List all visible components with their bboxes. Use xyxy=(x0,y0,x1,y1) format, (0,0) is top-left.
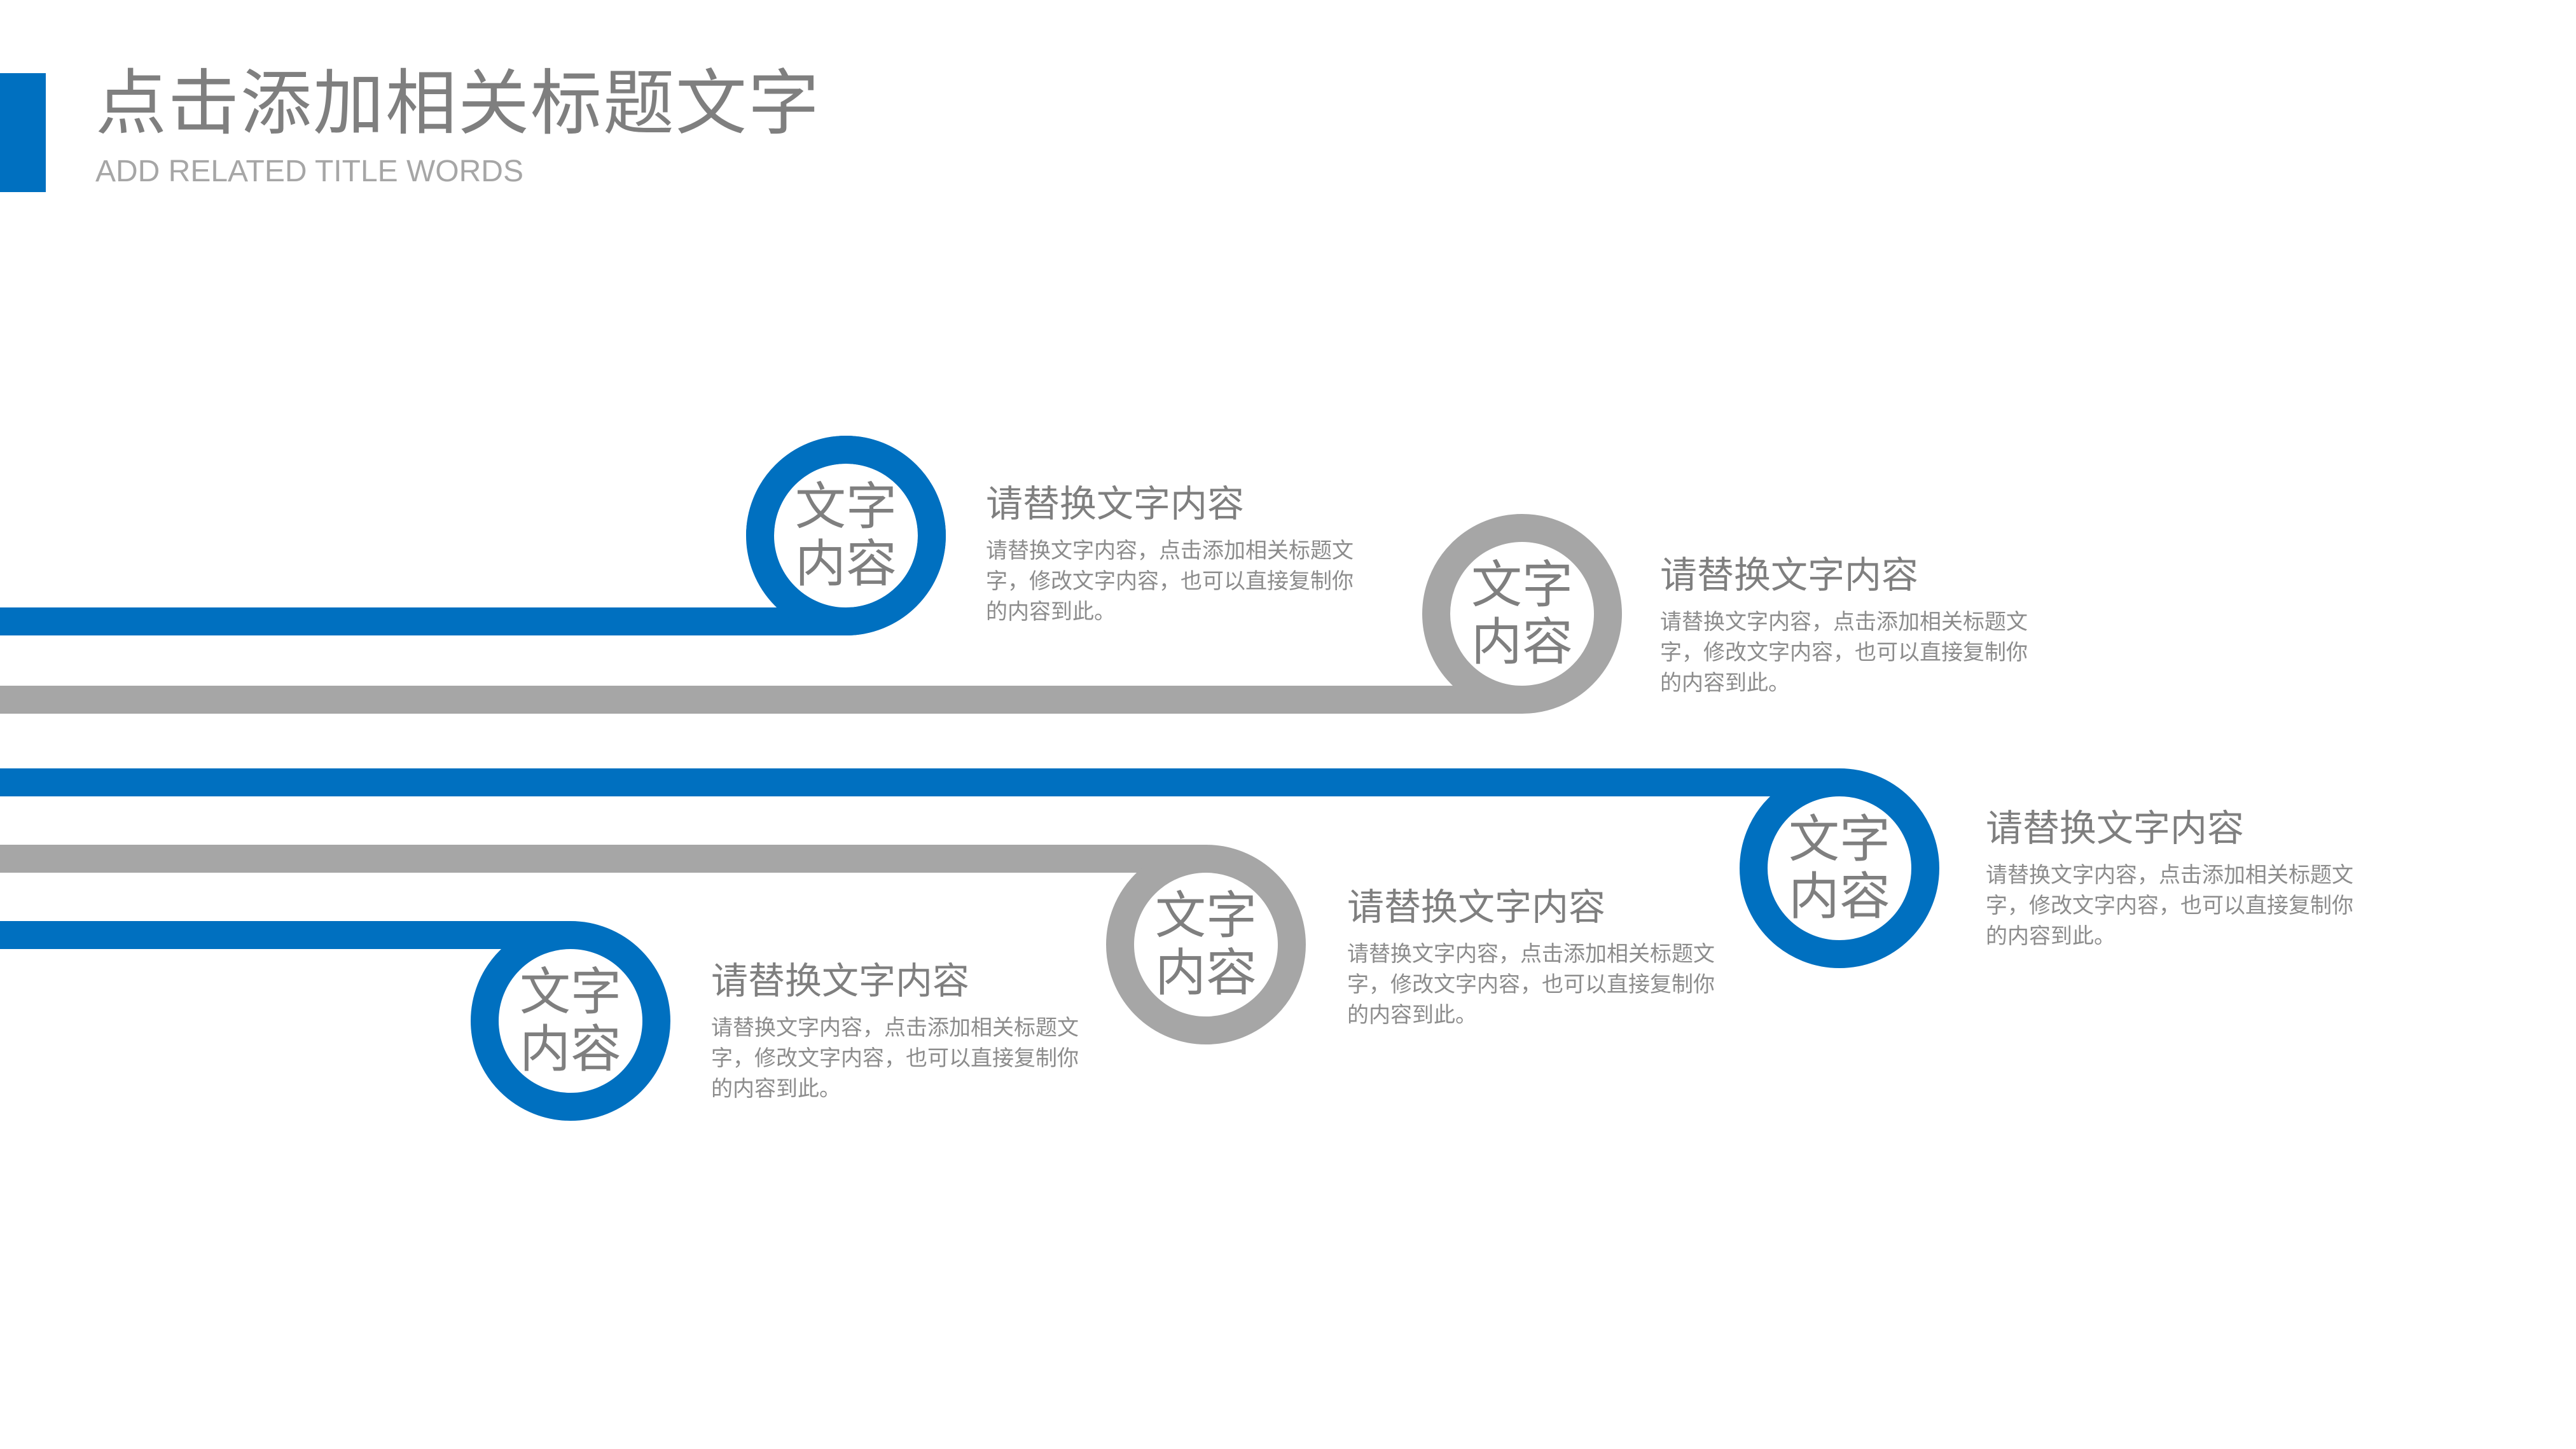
timeline-node-ring-4 xyxy=(1106,845,1306,1044)
node-3-text-block: 请替换文字内容 请替换文字内容，点击添加相关标题文字，修改文字内容，也可以直接复… xyxy=(1986,807,2361,952)
node-2-circle-label: 文字 内容 xyxy=(1449,557,1595,670)
timeline-node-ring-2 xyxy=(1422,514,1622,714)
node-4-body: 请替换文字内容，点击添加相关标题文字，修改文字内容，也可以直接复制你的内容到此。 xyxy=(1347,941,1715,1029)
node-3-circle-line1: 文字 xyxy=(1789,810,1890,869)
node-2-circle-line2: 内容 xyxy=(1471,612,1573,672)
node-1-heading: 请替换文字内容 xyxy=(986,482,1245,525)
timeline-node-ring-5 xyxy=(471,921,670,1121)
node-1-circle-line2: 内容 xyxy=(795,534,897,593)
node-4-heading: 请替换文字内容 xyxy=(1347,885,1606,929)
timeline-node-ring-1 xyxy=(746,436,946,635)
node-5-circle-line2: 内容 xyxy=(520,1019,621,1079)
node-2-circle-line1: 文字 xyxy=(1471,555,1573,614)
node-2-text-block: 请替换文字内容 请替换文字内容，点击添加相关标题文字，修改文字内容，也可以直接复… xyxy=(1660,553,2035,698)
node-3-circle-label: 文字 内容 xyxy=(1766,811,1913,925)
node-4-circle-label: 文字 内容 xyxy=(1133,887,1279,1001)
node-4-circle-line1: 文字 xyxy=(1155,886,1257,945)
page-subtitle: ADD RELATED TITLE WORDS xyxy=(95,155,523,188)
node-4-text-block: 请替换文字内容 请替换文字内容，点击添加相关标题文字，修改文字内容，也可以直接复… xyxy=(1347,885,1722,1030)
node-3-heading: 请替换文字内容 xyxy=(1986,807,2245,850)
title-accent-bar xyxy=(0,73,46,192)
node-2-body: 请替换文字内容，点击添加相关标题文字，修改文字内容，也可以直接复制你的内容到此。 xyxy=(1660,609,2028,697)
timeline-node-ring-3 xyxy=(1740,768,1939,968)
node-2-heading: 请替换文字内容 xyxy=(1660,553,1919,597)
node-5-circle-line1: 文字 xyxy=(520,962,621,1022)
node-5-text-block: 请替换文字内容 请替换文字内容，点击添加相关标题文字，修改文字内容，也可以直接复… xyxy=(711,959,1086,1104)
page-title: 点击添加相关标题文字 xyxy=(95,62,821,145)
node-3-body: 请替换文字内容，点击添加相关标题文字，修改文字内容，也可以直接复制你的内容到此。 xyxy=(1986,862,2353,950)
node-1-text-block: 请替换文字内容 请替换文字内容，点击添加相关标题文字，修改文字内容，也可以直接复… xyxy=(986,482,1361,627)
node-1-circle-line1: 文字 xyxy=(795,477,897,536)
node-5-heading: 请替换文字内容 xyxy=(711,959,970,1002)
node-1-body: 请替换文字内容，点击添加相关标题文字，修改文字内容，也可以直接复制你的内容到此。 xyxy=(986,537,1354,625)
node-5-circle-label: 文字 内容 xyxy=(497,964,644,1078)
node-5-body: 请替换文字内容，点击添加相关标题文字，修改文字内容，也可以直接复制你的内容到此。 xyxy=(711,1015,1079,1102)
node-1-circle-label: 文字 内容 xyxy=(773,478,919,592)
node-4-circle-line2: 内容 xyxy=(1155,943,1257,1002)
node-3-circle-line2: 内容 xyxy=(1789,866,1890,926)
